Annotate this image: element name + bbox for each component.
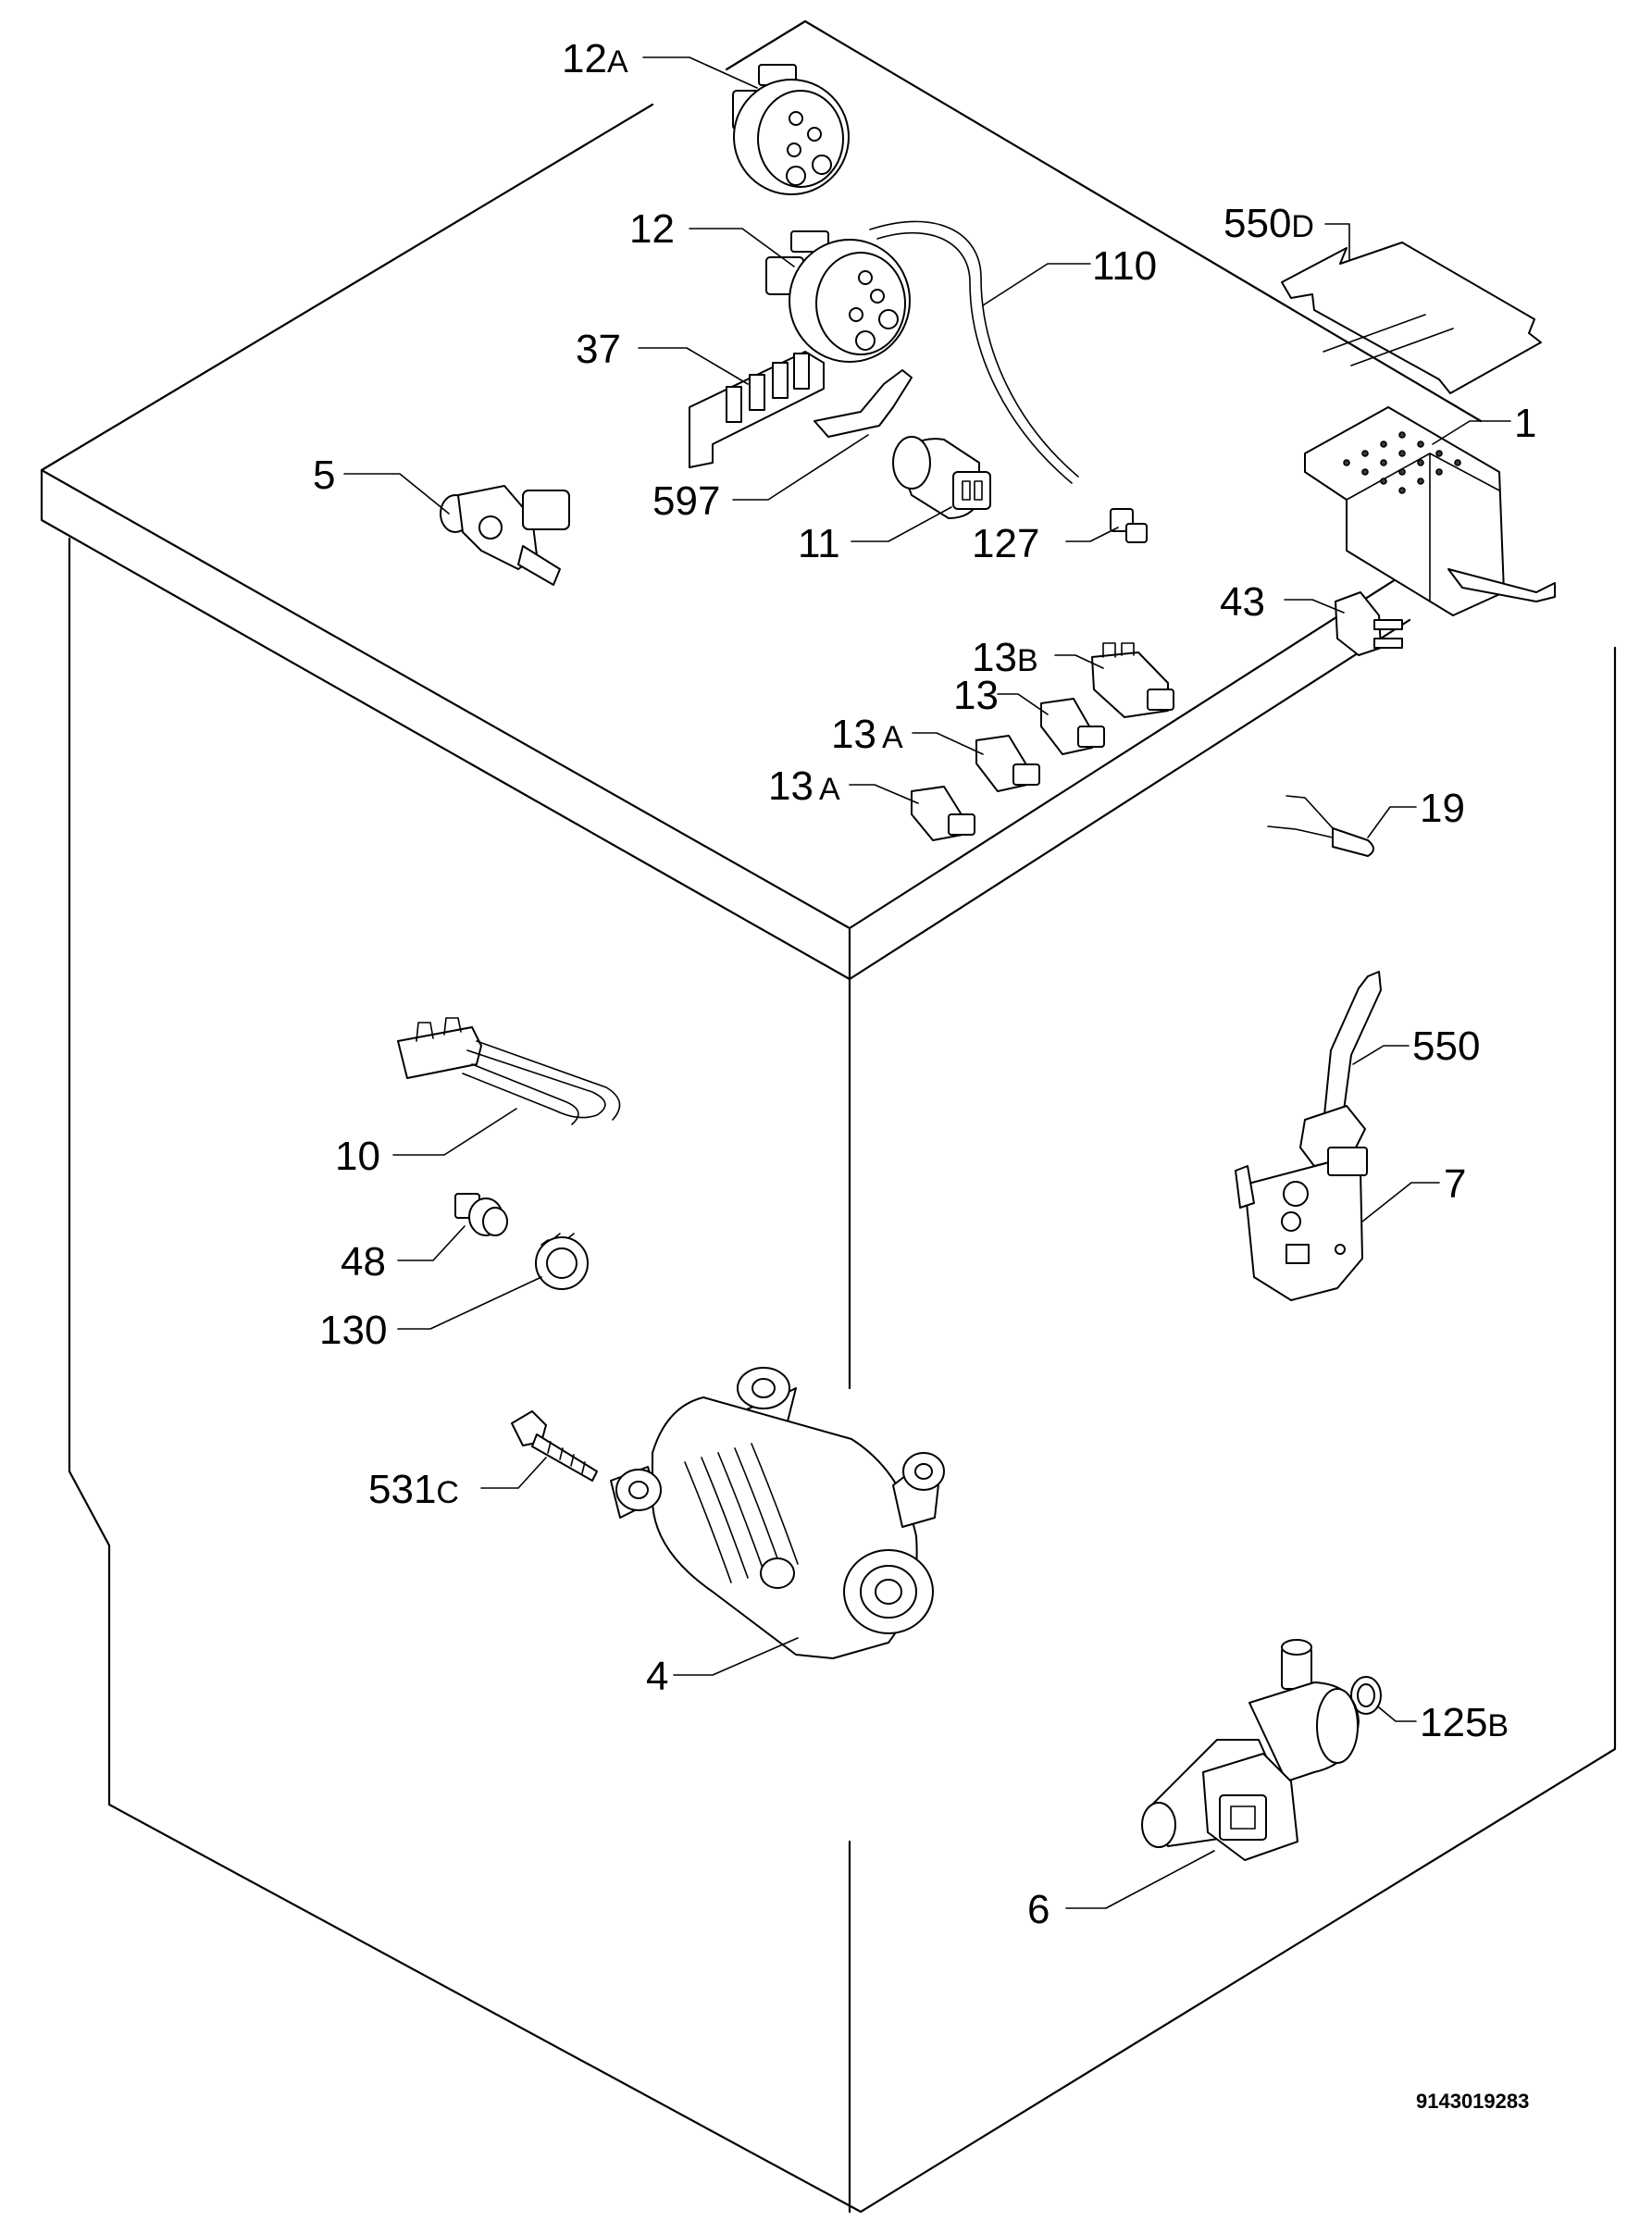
cover-plate-550d [1281,242,1542,394]
part-labels: 12A 12 110 550D 37 1 5 597 11 127 43 13B… [313,36,1536,1932]
pressure-switch-12a [732,64,850,195]
label-5: 5 [313,453,335,498]
label-19: 19 [1420,786,1465,831]
label-10: 10 [335,1134,380,1179]
label-4: 4 [646,1654,668,1699]
label-550d: 550D [1223,201,1314,246]
door-lock-7 [1235,1147,1368,1301]
label-13b: 13B [972,635,1038,680]
terminal-block-37 [689,351,825,468]
label-127: 127 [972,521,1039,566]
label-110: 110 [1092,243,1157,289]
label-550: 550 [1412,1024,1480,1069]
label-125b: 125B [1420,1700,1509,1745]
label-531c: 531C [368,1467,459,1512]
leader-lines [343,56,1511,1909]
label-11: 11 [798,521,840,566]
label-7: 7 [1444,1161,1466,1207]
programmer-unit-1 [1304,406,1556,616]
connector-13b [1091,642,1174,718]
label-1: 1 [1514,401,1536,446]
thermostat-48 [454,1193,508,1236]
drawing-reference-number: 9143019283 [1416,2090,1529,2113]
screw-531c [511,1410,598,1482]
lever-550 [1299,971,1382,1167]
capacitor-11 [892,436,991,519]
label-12a: 12A [562,36,628,81]
bushing-130 [535,1233,589,1290]
drain-pump-6 [1141,1639,1360,1861]
label-43: 43 [1220,579,1265,625]
programmer-grid [1343,431,1461,494]
inlet-valve-5 [440,485,570,586]
motor-4 [610,1367,945,1659]
bracket-597 [814,369,913,438]
pressure-switch-12 [765,230,911,363]
connector-13 [1040,698,1105,755]
label-12: 12 [629,206,675,252]
label-13: 13 [953,673,999,718]
connector-127 [1110,508,1148,543]
connector-13a-lower [911,786,975,841]
seal-ring-125b [1350,1676,1382,1715]
switch-43 [1335,591,1403,656]
label-597: 597 [652,478,720,524]
label-37: 37 [576,327,621,372]
cabinet-outline [40,19,1617,2214]
heating-element-10 [397,1017,621,1125]
connector-13a-upper [975,735,1040,792]
hose-110 [869,220,1079,484]
label-48: 48 [341,1239,386,1284]
label-6: 6 [1027,1887,1050,1932]
sensor-19 [1267,795,1374,857]
label-130: 130 [319,1308,387,1353]
